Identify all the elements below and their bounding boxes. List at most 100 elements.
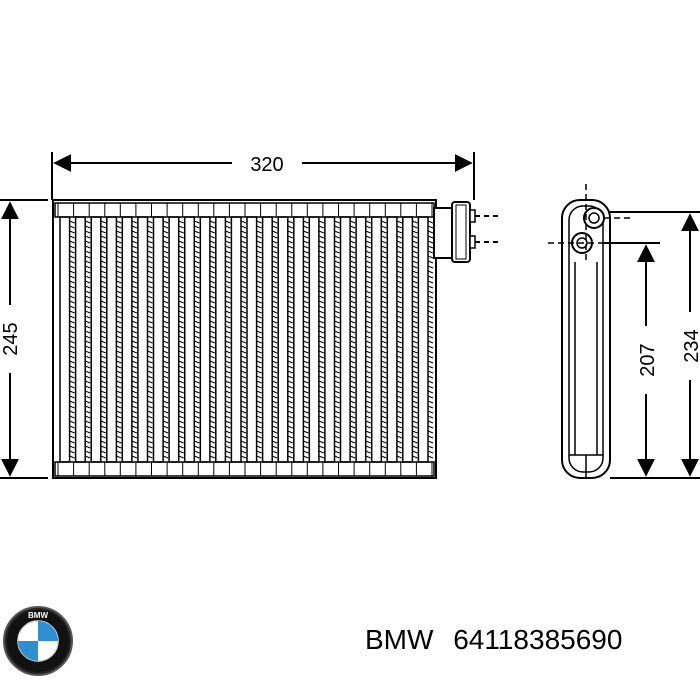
core-fin bbox=[303, 260, 309, 264]
core-fin bbox=[85, 390, 91, 394]
core-fin bbox=[116, 410, 122, 414]
core-fin bbox=[318, 295, 325, 299]
core-fin bbox=[178, 320, 184, 324]
core-fin bbox=[349, 260, 356, 264]
core-fin bbox=[85, 400, 91, 404]
core-fin bbox=[334, 300, 340, 304]
core-fin bbox=[85, 355, 91, 359]
core-fin bbox=[85, 455, 91, 459]
core-fin bbox=[349, 315, 356, 319]
core-fin bbox=[69, 445, 75, 449]
core-fin bbox=[100, 230, 106, 234]
core-fin bbox=[396, 315, 402, 319]
core-tube bbox=[215, 216, 227, 463]
core-fin bbox=[349, 405, 356, 409]
core-fin bbox=[194, 265, 200, 269]
core-fin bbox=[396, 280, 402, 284]
core-fin bbox=[85, 295, 91, 299]
core-fin bbox=[396, 395, 402, 399]
core-tube bbox=[308, 216, 320, 463]
core-fin bbox=[303, 280, 309, 284]
core-fin bbox=[131, 220, 138, 224]
core-fin bbox=[225, 255, 231, 259]
core-fin bbox=[69, 375, 75, 379]
core-fin bbox=[116, 380, 122, 384]
core-fin bbox=[131, 355, 138, 359]
core-fin bbox=[162, 380, 169, 384]
core-fin bbox=[69, 270, 75, 274]
core-fin bbox=[365, 320, 371, 324]
core-fin bbox=[334, 255, 340, 259]
core-fin bbox=[162, 230, 169, 234]
core-fin bbox=[147, 415, 153, 419]
core-fin bbox=[85, 410, 91, 414]
core-fin bbox=[381, 265, 387, 269]
core-fin bbox=[100, 390, 106, 394]
core-fin bbox=[178, 435, 184, 439]
core-fin bbox=[272, 225, 278, 229]
core-fin bbox=[381, 340, 387, 344]
core-fin bbox=[225, 340, 231, 344]
core-fin bbox=[396, 405, 402, 409]
core-fin bbox=[256, 375, 262, 379]
core-fin bbox=[240, 395, 247, 399]
core-fin bbox=[427, 450, 434, 454]
core-fin bbox=[256, 430, 262, 434]
core-fin bbox=[225, 245, 231, 249]
core-fin bbox=[272, 230, 278, 234]
core-fin bbox=[240, 310, 247, 314]
core-fin bbox=[412, 230, 418, 234]
core-fin bbox=[85, 285, 91, 289]
core-fin bbox=[287, 305, 293, 309]
core-fin bbox=[147, 455, 153, 459]
core-fin bbox=[396, 230, 402, 234]
core-fin bbox=[162, 330, 169, 334]
core-fin bbox=[365, 345, 371, 349]
height-dimension-label: 245 bbox=[0, 322, 22, 355]
core-fin bbox=[318, 385, 325, 389]
core-fin bbox=[147, 320, 153, 324]
core-fin bbox=[427, 240, 434, 244]
core-fin bbox=[69, 255, 75, 259]
core-fin bbox=[209, 280, 215, 284]
core-fin bbox=[349, 410, 356, 414]
core-fin bbox=[116, 275, 122, 279]
core-fin bbox=[303, 275, 309, 279]
core-fin bbox=[365, 410, 371, 414]
core-fin bbox=[178, 305, 184, 309]
core-fin bbox=[147, 235, 153, 239]
core-fin bbox=[116, 385, 122, 389]
core-fin bbox=[427, 355, 434, 359]
core-fin bbox=[209, 380, 215, 384]
core-fin bbox=[256, 435, 262, 439]
core-fin bbox=[131, 265, 138, 269]
core-fin bbox=[69, 385, 75, 389]
core-fin bbox=[272, 310, 278, 314]
core-fin bbox=[116, 325, 122, 329]
core-fin bbox=[256, 410, 262, 414]
core-fin bbox=[412, 355, 418, 359]
core-fin bbox=[240, 380, 247, 384]
core-fin bbox=[256, 355, 262, 359]
core-fin bbox=[256, 405, 262, 409]
core-fin bbox=[131, 390, 138, 394]
core-fin bbox=[100, 300, 106, 304]
core-fin bbox=[318, 220, 325, 224]
core-fin bbox=[381, 240, 387, 244]
core-fin bbox=[365, 380, 371, 384]
core-fin bbox=[256, 415, 262, 419]
core-fin bbox=[69, 305, 75, 309]
core-fin bbox=[100, 220, 106, 224]
core-fin bbox=[349, 455, 356, 459]
core-fin bbox=[85, 340, 91, 344]
core-fin bbox=[225, 285, 231, 289]
core-fin bbox=[209, 275, 215, 279]
core-fin bbox=[131, 410, 138, 414]
core-fin bbox=[381, 385, 387, 389]
core-fin bbox=[85, 275, 91, 279]
core-fin bbox=[225, 320, 231, 324]
core-fin bbox=[381, 285, 387, 289]
core-fin bbox=[225, 390, 231, 394]
core-fin bbox=[240, 255, 247, 259]
core-fin bbox=[287, 455, 293, 459]
